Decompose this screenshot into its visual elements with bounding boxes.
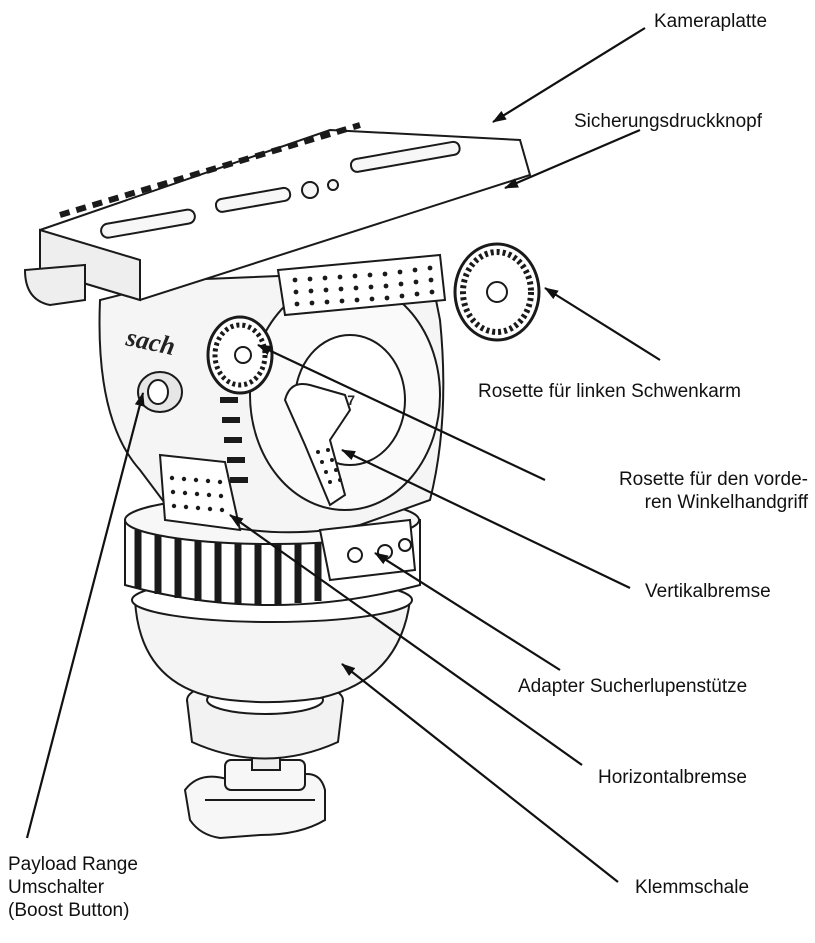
label-payload-line3: (Boost Button): [8, 900, 130, 921]
label-klemmschale: Klemmschale: [635, 877, 750, 898]
tilt-scale-strip: [220, 397, 248, 483]
payload-knob: [137, 371, 183, 413]
callout-line-adapter: [374, 552, 561, 671]
label-horizontalbremse: Horizontalbremse: [598, 767, 747, 788]
label-adapter: Adapter Sucherlupenstütze: [518, 676, 748, 697]
callout-line-kameraplatte: [492, 27, 646, 123]
callout-line-klemmschale: [341, 663, 619, 883]
rosette-right: [453, 242, 541, 342]
camera-plate: [39, 122, 532, 302]
label-rosette-links: Rosette für linken Schwenkarm: [478, 381, 741, 402]
label-kameraplatte: Kameraplatte: [654, 11, 768, 32]
tilt-lock-lever: [283, 383, 352, 507]
label-rosette-vorne: Rosette für den vorde- ren Winkelhandgri…: [548, 468, 808, 514]
callout-lines: [25, 27, 661, 883]
callout-line-horizontalbremse: [229, 514, 583, 766]
label-sicherungsdruckknopf: Sicherungsdruckknopf: [574, 111, 762, 132]
clamp-handle: [183, 759, 326, 840]
top-grip-pad: [276, 253, 447, 317]
label-rosette-vorne-line1: Rosette für den vorde-: [618, 469, 808, 490]
label-vertikalbremse: Vertikalbremse: [645, 581, 771, 602]
label-payload: Payload Range Umschalter (Boost Button): [8, 853, 138, 922]
label-rosette-vorne-line2: ren Winkelhandgriff: [644, 492, 808, 513]
bowl: [133, 599, 412, 704]
callout-line-rosette-links: [544, 287, 661, 361]
label-payload-line2: Umschalter: [8, 877, 105, 898]
label-payload-line1: Payload Range: [8, 854, 138, 875]
fluid-head-illustration: E 7+7 sach: [23, 122, 541, 840]
viewfinder-adapter: [318, 518, 417, 582]
plate-clamp: [23, 263, 86, 307]
callout-line-payload: [25, 392, 145, 839]
pan-grip-pad: [158, 453, 242, 532]
callout-line-vertikalbremse: [341, 449, 631, 589]
callout-line-rosette-vorne: [257, 344, 546, 481]
callout-line-sicherungsdruckknopf: [504, 128, 641, 190]
rosette-front: [206, 315, 274, 395]
